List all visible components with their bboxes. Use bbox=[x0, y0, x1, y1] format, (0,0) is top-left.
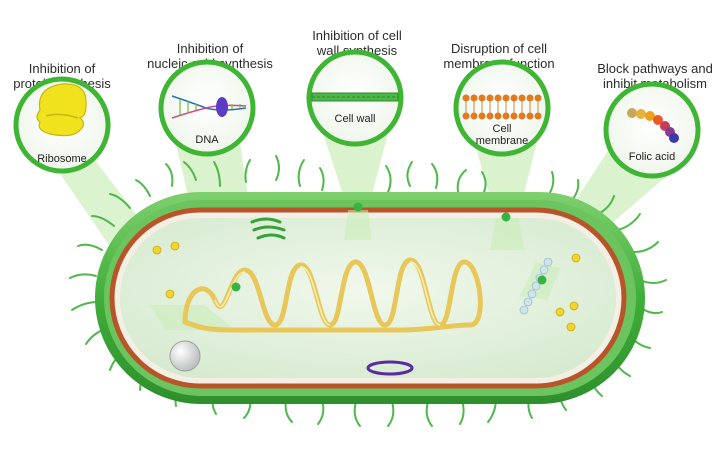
folic-acid-label: Folic acid bbox=[629, 151, 675, 163]
target-markers bbox=[231, 202, 547, 292]
storage-granule bbox=[169, 340, 201, 372]
lipid-bilayer-icon bbox=[462, 94, 542, 120]
inset-membrane: Cell membrane bbox=[453, 59, 551, 157]
cytoplasm bbox=[120, 218, 616, 378]
dna-label: DNA bbox=[195, 134, 219, 146]
cell-wall-label: Cell wall bbox=[335, 113, 376, 125]
marker-folic bbox=[537, 275, 547, 285]
inset-dna: DNA bbox=[158, 59, 256, 157]
inset-ribosome: Ribosome bbox=[13, 76, 111, 174]
marker-cellwall bbox=[353, 202, 363, 212]
particles bbox=[152, 241, 581, 332]
cell-membrane-label-2: membrane bbox=[476, 135, 529, 147]
ribosome-label: Ribosome bbox=[37, 153, 87, 165]
cytoplasm-highlights bbox=[150, 210, 560, 330]
ribosome-icon bbox=[36, 83, 87, 137]
golgi-structure bbox=[250, 217, 286, 240]
plasmid bbox=[366, 360, 414, 376]
inset-folic: Folic acid bbox=[603, 81, 701, 179]
polymerase-icon bbox=[216, 97, 228, 117]
dna-icon bbox=[171, 95, 247, 119]
marker-dna bbox=[231, 282, 241, 292]
folic-acid-icon bbox=[627, 108, 679, 143]
chromosome-shine bbox=[214, 261, 441, 326]
inset-cellwall: Cell wall bbox=[306, 49, 404, 147]
chromosome bbox=[182, 257, 483, 333]
cell-membrane-label-1: Cell bbox=[493, 123, 512, 135]
marker-membrane bbox=[501, 212, 511, 222]
